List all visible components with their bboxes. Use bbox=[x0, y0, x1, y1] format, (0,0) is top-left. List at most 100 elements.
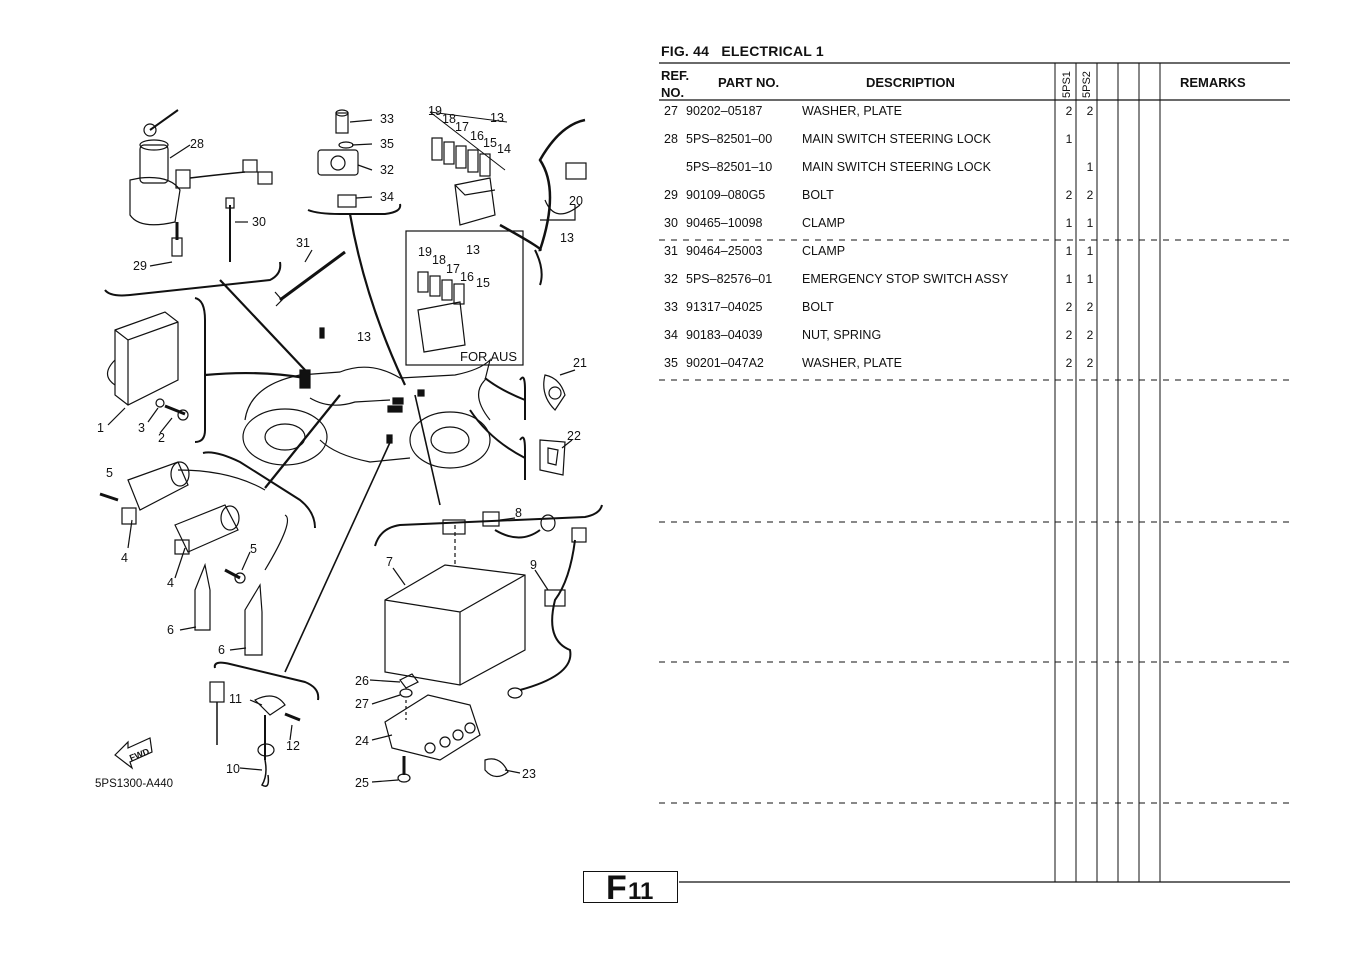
for-aus-label: FOR AUS bbox=[460, 349, 517, 364]
callout-24: 24 bbox=[355, 734, 369, 748]
callout-16b: 16 bbox=[460, 270, 474, 284]
callout-4b: 4 bbox=[167, 576, 174, 590]
row-qty-5ps2: 1 bbox=[1086, 216, 1094, 230]
header-description: DESCRIPTION bbox=[866, 75, 955, 90]
row-description: WASHER, PLATE bbox=[802, 356, 903, 370]
row-qty-5ps2: 1 bbox=[1086, 160, 1094, 174]
callout-6b: 6 bbox=[218, 643, 225, 657]
callout-34: 34 bbox=[380, 190, 394, 204]
row-qty-5ps1: 2 bbox=[1065, 328, 1073, 342]
row-qty-5ps2: 2 bbox=[1086, 356, 1094, 370]
row-qty-5ps2: 2 bbox=[1086, 328, 1094, 342]
row-part-no: 5PS–82576–01 bbox=[686, 272, 773, 286]
callout-23: 23 bbox=[522, 767, 536, 781]
header-part-no: PART NO. bbox=[718, 75, 780, 90]
header-model-5ps1: 5PS1 bbox=[1061, 71, 1073, 98]
callout-9: 9 bbox=[530, 558, 537, 572]
callout-32: 32 bbox=[380, 163, 394, 177]
header-ref: REF. bbox=[661, 68, 690, 83]
callout-29: 29 bbox=[133, 259, 147, 273]
row-ref: 29 bbox=[664, 188, 678, 202]
figure-label: FIG. 44 bbox=[661, 43, 710, 59]
callout-15a: 15 bbox=[483, 136, 497, 150]
callout-28: 28 bbox=[190, 137, 204, 151]
row-ref: 35 bbox=[664, 356, 678, 370]
callout-13b: 13 bbox=[560, 231, 574, 245]
row-ref: 30 bbox=[664, 216, 678, 230]
row-ref: 34 bbox=[664, 328, 678, 342]
row-ref: 32 bbox=[664, 272, 678, 286]
row-part-no: 5PS–82501–10 bbox=[686, 160, 773, 174]
row-part-no: 90183–04039 bbox=[686, 328, 763, 342]
row-qty-5ps1: 1 bbox=[1065, 216, 1073, 230]
callout-21: 21 bbox=[573, 356, 587, 370]
row-description: BOLT bbox=[802, 188, 834, 202]
callout-16a: 16 bbox=[470, 129, 484, 143]
callout-18b: 18 bbox=[432, 253, 446, 267]
row-description: CLAMP bbox=[802, 244, 846, 258]
callout-26: 26 bbox=[355, 674, 369, 688]
row-part-no: 5PS–82501–00 bbox=[686, 132, 773, 146]
figure-name: ELECTRICAL 1 bbox=[721, 43, 824, 59]
row-part-no: 90465–10098 bbox=[686, 216, 763, 230]
callout-17a: 17 bbox=[455, 120, 469, 134]
row-qty-5ps1: 1 bbox=[1065, 132, 1073, 146]
row-qty-5ps2: 2 bbox=[1086, 300, 1094, 314]
header-ref-no: NO. bbox=[661, 85, 685, 100]
row-qty-5ps2: 1 bbox=[1086, 272, 1094, 286]
callout-5b: 5 bbox=[250, 542, 257, 556]
row-ref: 31 bbox=[664, 244, 678, 258]
page-indicator bbox=[583, 871, 678, 903]
callout-25: 25 bbox=[355, 776, 369, 790]
row-qty-5ps1: 2 bbox=[1065, 356, 1073, 370]
row-qty-5ps1: 2 bbox=[1065, 188, 1073, 202]
callout-13d: 13 bbox=[357, 330, 371, 344]
row-qty-5ps1: 2 bbox=[1065, 300, 1073, 314]
callout-15b: 15 bbox=[476, 276, 490, 290]
row-description: CLAMP bbox=[802, 216, 846, 230]
callout-19a: 19 bbox=[428, 104, 442, 118]
callout-4a: 4 bbox=[121, 551, 128, 565]
row-part-no: 90109–080G5 bbox=[686, 188, 766, 202]
parts-exploded-diagram: 1 2 3 4 4 5 5 6 6 7 8 9 10 11 12 13 13 1… bbox=[95, 104, 603, 790]
callout-2: 2 bbox=[158, 431, 165, 445]
callout-19b: 19 bbox=[418, 245, 432, 259]
row-ref: 33 bbox=[664, 300, 678, 314]
callout-6a: 6 bbox=[167, 623, 174, 637]
row-qty-5ps1: 1 bbox=[1065, 272, 1073, 286]
callout-8: 8 bbox=[515, 506, 522, 520]
callout-3: 3 bbox=[138, 421, 145, 435]
header-model-5ps2: 5PS2 bbox=[1081, 71, 1093, 98]
row-description: NUT, SPRING bbox=[802, 328, 882, 342]
callout-30: 30 bbox=[252, 215, 266, 229]
callout-5a: 5 bbox=[106, 466, 113, 480]
parts-table-grid bbox=[659, 62, 1290, 883]
callout-10: 10 bbox=[226, 762, 240, 776]
callout-31: 31 bbox=[296, 236, 310, 250]
row-description: EMERGENCY STOP SWITCH ASSY bbox=[802, 272, 1009, 286]
callout-33: 33 bbox=[380, 112, 394, 126]
figure-title: FIG. 44 ELECTRICAL 1 bbox=[661, 43, 824, 59]
page-letter: F bbox=[606, 869, 627, 907]
callout-12: 12 bbox=[286, 739, 300, 753]
row-description: BOLT bbox=[802, 300, 834, 314]
figure-code: 5PS1300-A440 bbox=[95, 778, 173, 790]
row-description: MAIN SWITCH STEERING LOCK bbox=[802, 160, 991, 174]
row-part-no: 90202–05187 bbox=[686, 104, 763, 118]
row-part-no: 90464–25003 bbox=[686, 244, 763, 258]
row-description: MAIN SWITCH STEERING LOCK bbox=[802, 132, 991, 146]
row-ref: 28 bbox=[664, 132, 678, 146]
callout-14: 14 bbox=[497, 142, 511, 156]
callout-11: 11 bbox=[229, 692, 242, 706]
callout-18a: 18 bbox=[442, 112, 456, 126]
row-qty-5ps2: 2 bbox=[1086, 104, 1094, 118]
callout-13a: 13 bbox=[490, 111, 504, 125]
callout-27: 27 bbox=[355, 697, 369, 711]
callout-13c: 13 bbox=[466, 243, 480, 257]
row-qty-5ps2: 1 bbox=[1086, 244, 1094, 258]
callout-20: 20 bbox=[569, 194, 583, 208]
header-remarks: REMARKS bbox=[1180, 75, 1246, 90]
callout-22: 22 bbox=[567, 429, 581, 443]
page-number: 11 bbox=[628, 878, 654, 905]
fwd-arrow-icon: FWD bbox=[128, 746, 151, 763]
